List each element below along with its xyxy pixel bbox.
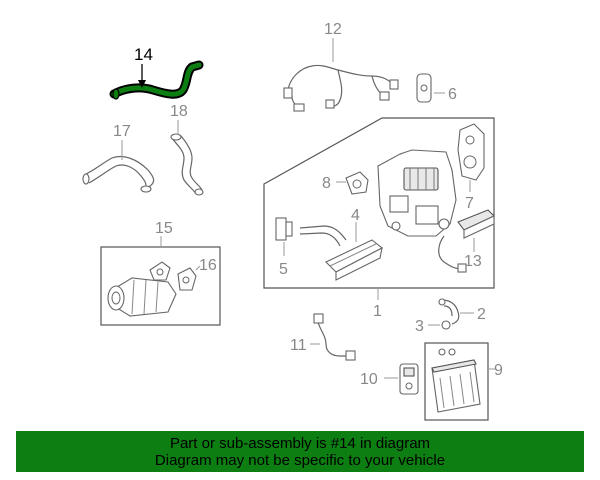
callout-5: 5 — [279, 261, 288, 278]
callout-18: 18 — [170, 103, 188, 120]
part-15-compressor — [107, 261, 177, 317]
callout-4: 4 — [351, 207, 360, 224]
heater-unit-housing — [377, 149, 457, 237]
callout-11: 11 — [290, 337, 307, 354]
info-banner: Part or sub-assembly is #14 in diagram D… — [16, 431, 584, 472]
part-11-harness — [313, 313, 356, 361]
callout-3: 3 — [415, 318, 424, 335]
part-18-hose — [170, 133, 204, 196]
banner-line-1: Part or sub-assembly is #14 in diagram — [169, 434, 431, 452]
part-3-o-ring — [441, 320, 451, 330]
callout-14-arrowhead — [138, 80, 146, 88]
part-14-heater-hose[interactable] — [109, 60, 204, 100]
part-4-heater-core — [299, 225, 384, 281]
callout-2: 2 — [477, 306, 486, 323]
callout-10: 10 — [360, 371, 378, 388]
banner-line-2: Diagram may not be specific to your vehi… — [154, 451, 446, 469]
callout-6: 6 — [448, 86, 457, 103]
part-2-pipe — [438, 298, 460, 325]
assembly-9-outline — [424, 342, 489, 421]
callout-13: 13 — [464, 253, 482, 270]
callout-12: 12 — [324, 21, 342, 38]
callout-9: 9 — [494, 362, 503, 379]
callout-1: 1 — [373, 303, 382, 320]
part-8-actuator — [345, 171, 369, 195]
part-6-clip — [416, 73, 432, 103]
part-9-evaporator — [431, 348, 481, 413]
callout-17: 17 — [113, 123, 131, 140]
callout-15: 15 — [155, 220, 173, 237]
part-16-switch — [177, 267, 197, 291]
part-17-hose — [82, 155, 155, 193]
part-7-blower-motor — [457, 123, 485, 181]
part-13-filter — [438, 209, 495, 273]
assembly-1-outline — [263, 117, 495, 289]
part-12-wire-harness — [283, 64, 399, 112]
part-5-bracket — [275, 217, 293, 241]
part-10-valve — [399, 363, 419, 395]
callout-7: 7 — [465, 195, 474, 212]
callout-8: 8 — [322, 175, 331, 192]
callout-14: 14 — [134, 45, 153, 64]
callout-16: 16 — [199, 257, 217, 274]
